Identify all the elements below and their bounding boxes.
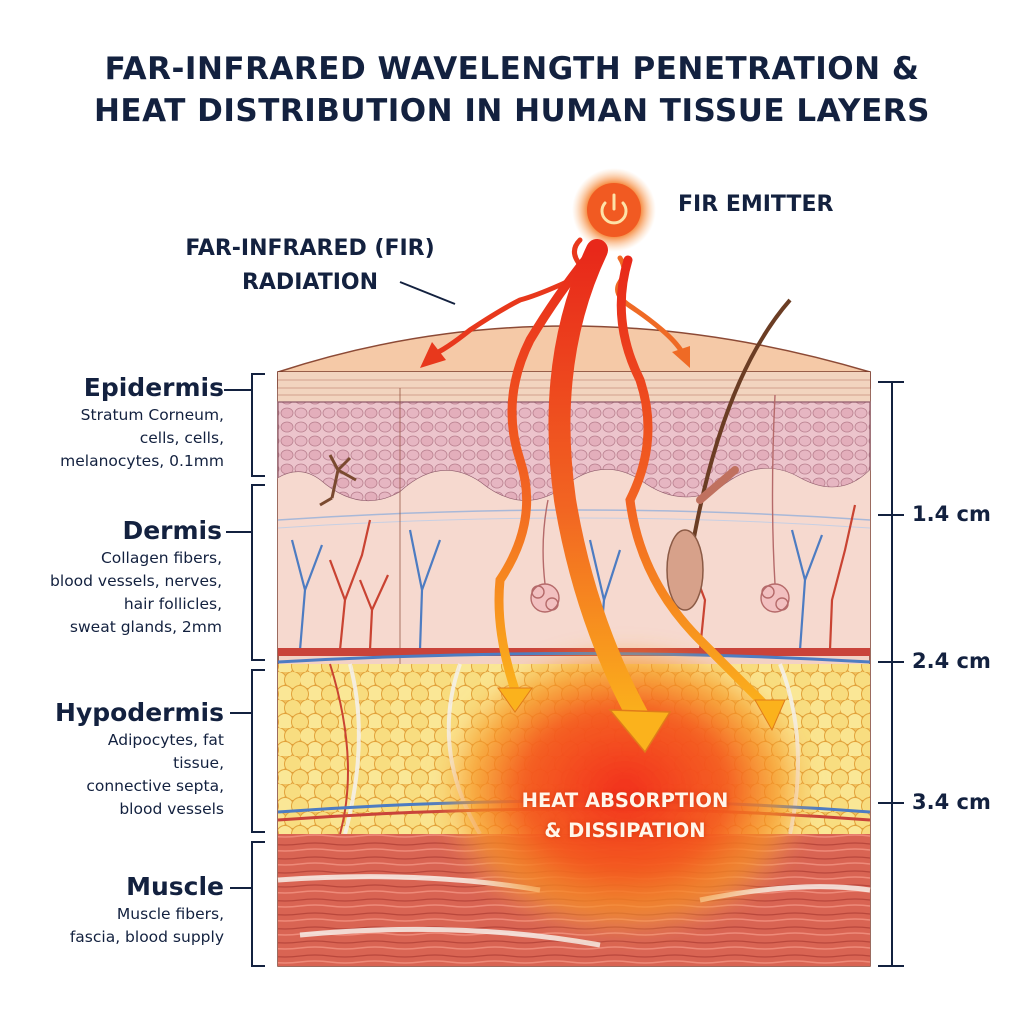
layer-desc-line: connective septa,: [86, 777, 224, 795]
hair-shaft: [688, 298, 792, 561]
heat-label-line-1: HEAT ABSORPTION: [521, 789, 729, 812]
diagram-title: FAR-INFRARED WAVELENGTH PENETRATION & HE…: [0, 48, 1024, 132]
layer-brackets: [224, 373, 265, 967]
depth-label-2: 2.4 cm: [912, 649, 991, 673]
fir-radiation-label: FAR-INFRARED (FIR) RADIATION: [160, 232, 460, 300]
layer-desc-line: sweat glands, 2mm: [69, 618, 222, 636]
title-line-1: FAR-INFRARED WAVELENGTH PENETRATION &: [104, 51, 920, 87]
layer-desc-line: blood vessels: [119, 800, 224, 818]
layer-label-hypodermis: Hypodermis Adipocytes, fat tissue, conne…: [55, 697, 224, 821]
depth-label-3: 3.4 cm: [912, 790, 991, 814]
layer-label-epidermis: Epidermis Stratum Corneum, cells, cells,…: [60, 372, 224, 473]
heat-absorption-label: HEAT ABSORPTION & DISSIPATION: [480, 786, 770, 846]
fir-emitter-label: FIR EMITTER: [678, 192, 834, 217]
depth-label-1: 1.4 cm: [912, 502, 991, 526]
layer-desc-line: Stratum Corneum,: [80, 406, 224, 424]
melanocyte: [319, 454, 357, 507]
layer-desc-line: tissue,: [173, 754, 224, 772]
layer-desc-line: Collagen fibers,: [100, 549, 222, 567]
layer-name: Dermis: [122, 516, 222, 545]
depth-ruler: [878, 381, 904, 967]
layer-label-muscle: Muscle Muscle fibers, fascia, blood supp…: [70, 871, 224, 949]
central-beam: [548, 239, 651, 731]
layer-name: Hypodermis: [55, 698, 224, 727]
fir-leader-line: [399, 281, 456, 305]
power-icon: [600, 193, 628, 225]
penetration-beams: [494, 243, 775, 715]
heat-label-line-2: & DISSIPATION: [544, 819, 706, 842]
layer-desc-line: blood vessels, nerves,: [50, 572, 222, 590]
layer-name: Muscle: [126, 872, 224, 901]
heat-zone: [435, 640, 815, 940]
layer-desc-line: Adipocytes, fat: [107, 731, 224, 749]
layer-name: Epidermis: [83, 373, 224, 402]
fir-radiation-label-line-2: RADIATION: [241, 270, 379, 295]
fir-radiation-label-line-1: FAR-INFRARED (FIR): [185, 236, 435, 261]
layer-desc-line: fascia, blood supply: [69, 928, 224, 946]
layer-desc-line: hair follicles,: [123, 595, 222, 613]
layer-desc-line: melanocytes, 0.1mm: [60, 452, 224, 470]
hair-follicle: [666, 529, 704, 611]
layer-label-dermis: Dermis Collagen fibers, blood vessels, n…: [50, 515, 222, 639]
layer-desc-line: cells, cells,: [139, 429, 224, 447]
title-line-2: HEAT DISTRIBUTION IN HUMAN TISSUE LAYERS: [93, 93, 930, 129]
layer-desc-line: Muscle fibers,: [116, 905, 224, 923]
